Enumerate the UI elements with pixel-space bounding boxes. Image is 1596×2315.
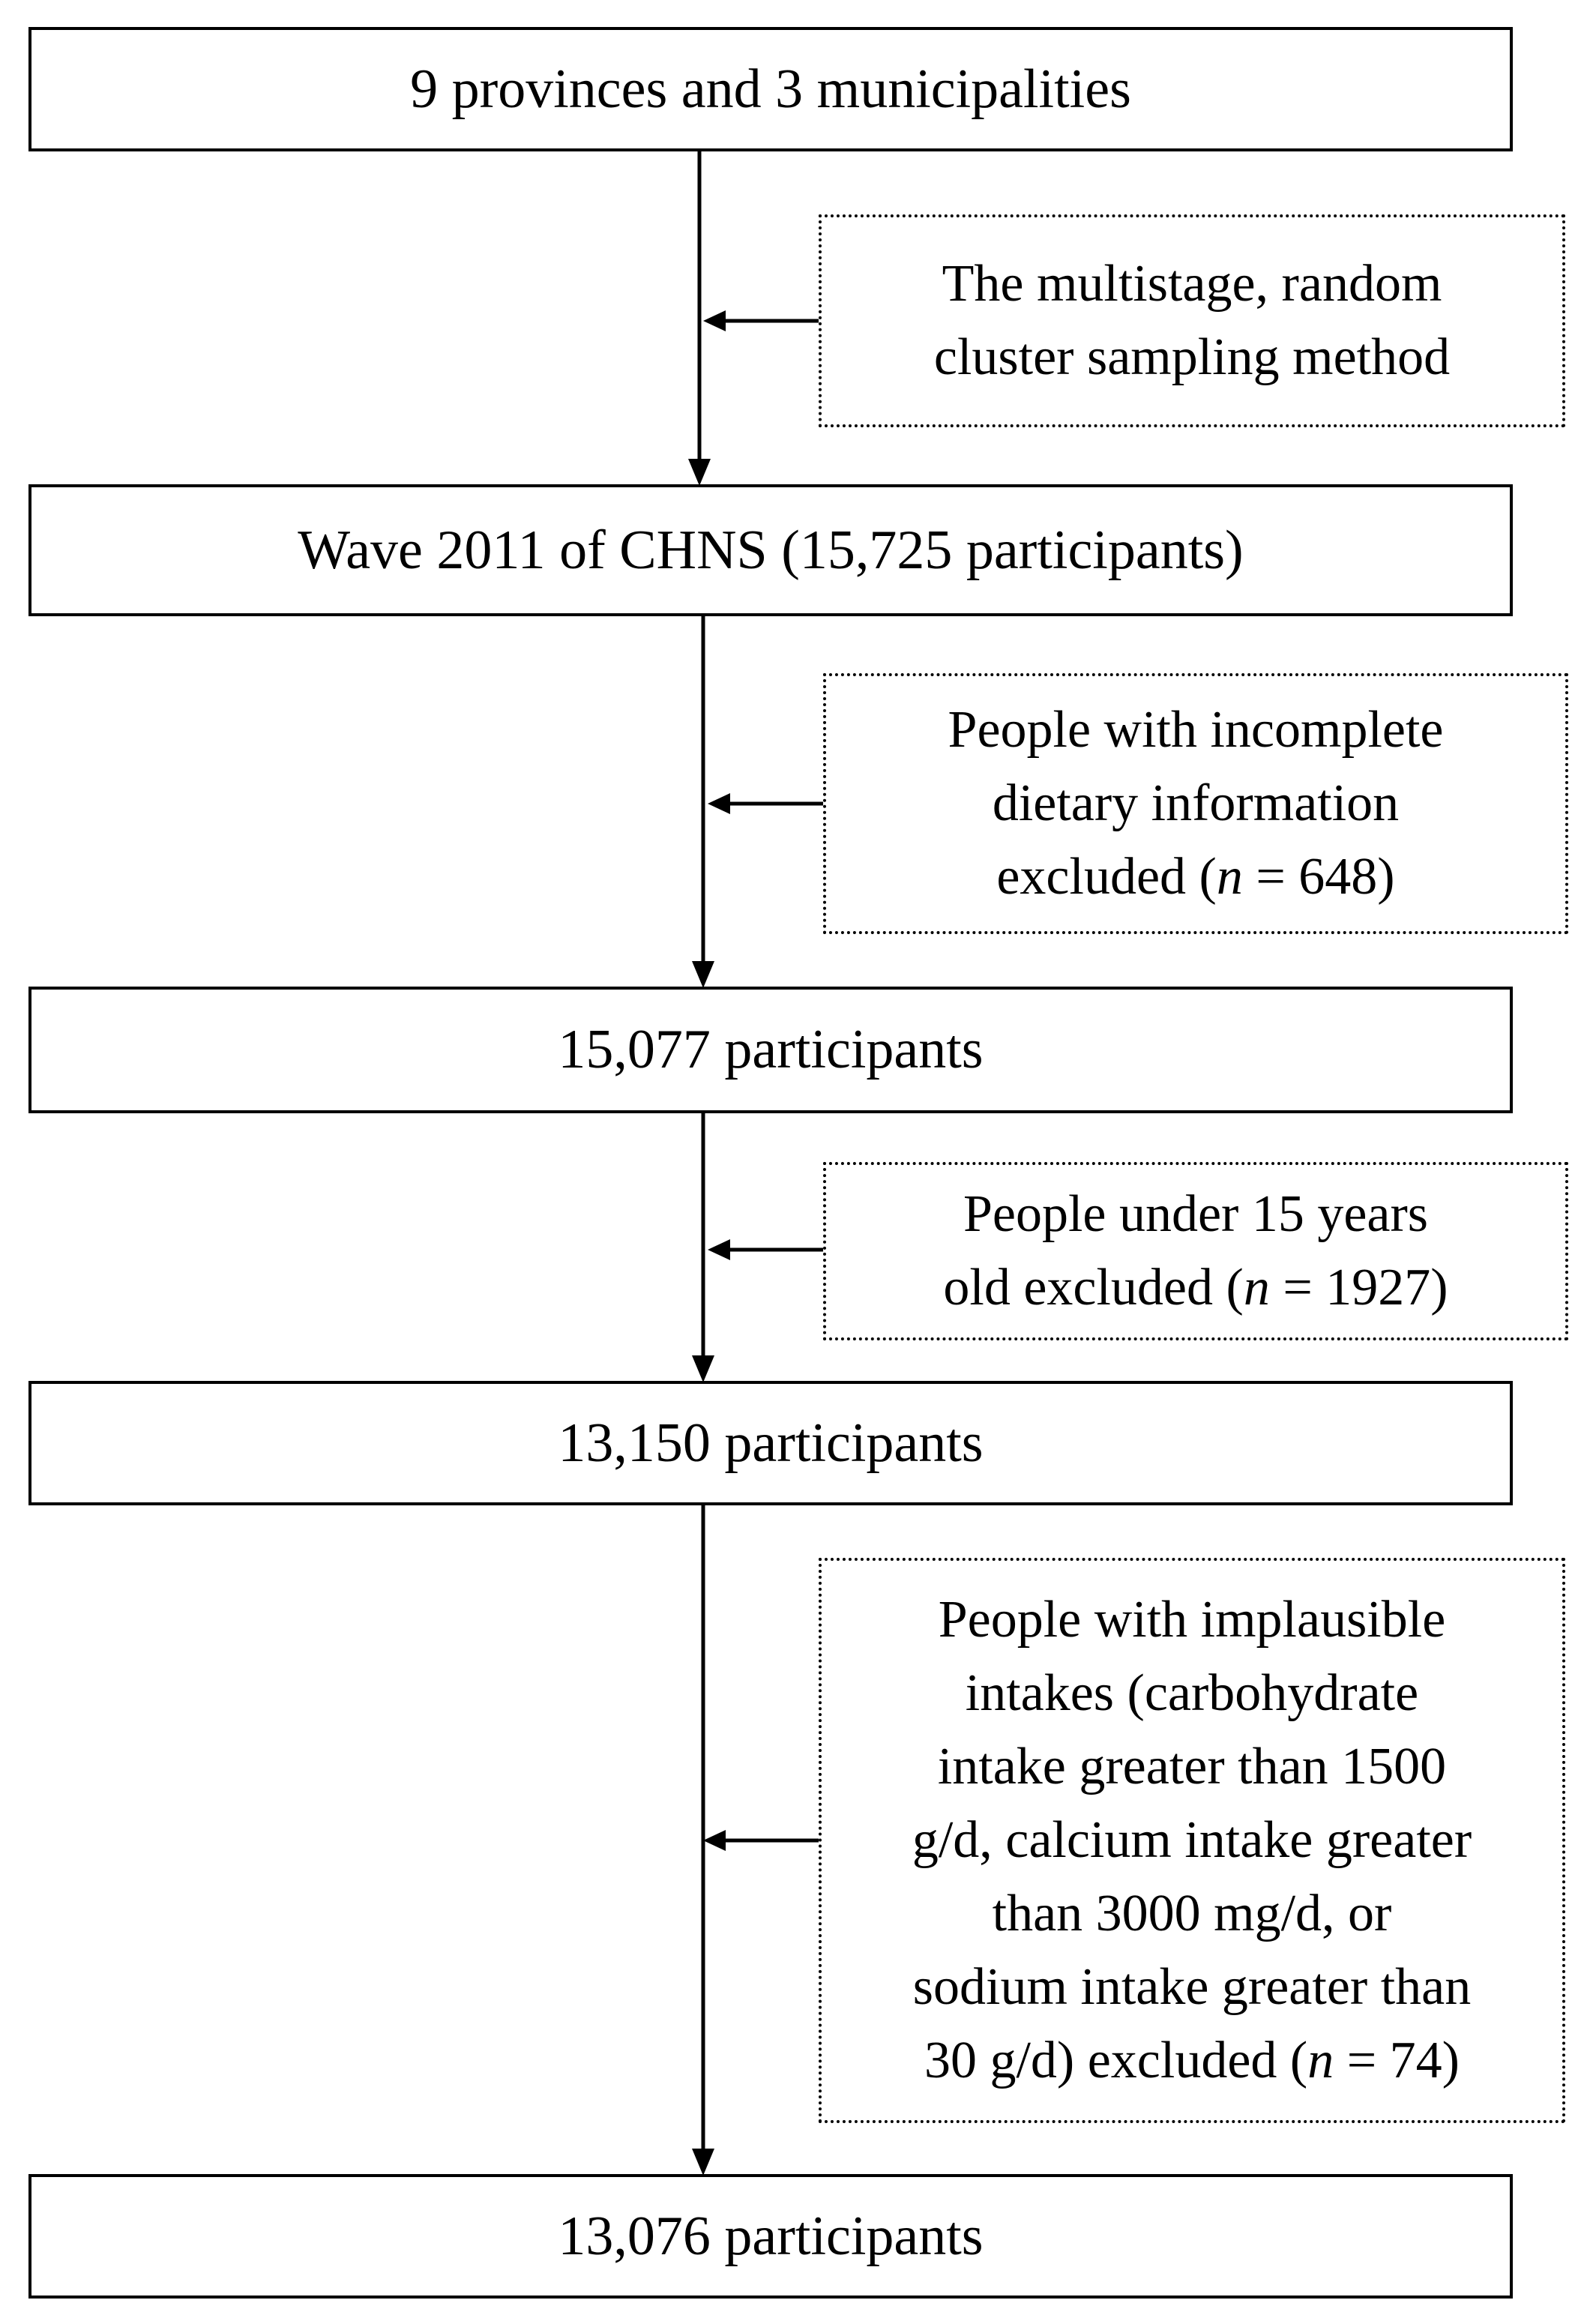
step-box-4: 13,150 participants xyxy=(28,1381,1513,1505)
flow-arrowhead-4 xyxy=(692,2149,714,2176)
flow-arrowhead-1 xyxy=(688,459,711,486)
tail-pre: 30 g/d) excluded ( xyxy=(924,2032,1308,2089)
note-line-count: excluded (n = 648) xyxy=(948,840,1444,914)
note-line: intakes (carbohydrate xyxy=(965,1664,1419,1722)
exclusion-arrowhead-4 xyxy=(703,1830,726,1851)
step-label-1: 9 provinces and 3 municipalities xyxy=(410,58,1131,120)
exclusion-box-age: People under 15 years old excluded (n = … xyxy=(823,1162,1568,1340)
tail-pre: old excluded ( xyxy=(943,1259,1244,1316)
note-line: than 3000 mg/d, or xyxy=(992,1885,1392,1942)
tail-post: = 1927) xyxy=(1269,1259,1448,1316)
note-line-count: old excluded (n = 1927) xyxy=(943,1251,1448,1325)
step-box-3: 15,077 participants xyxy=(28,987,1513,1113)
note-line: cluster sampling method xyxy=(933,328,1451,386)
note-line: intake greater than 1500 xyxy=(937,1738,1447,1795)
note-line: People with incomplete xyxy=(948,701,1444,759)
n-symbol: n xyxy=(1307,2032,1334,2089)
step-box-2: Wave 2011 of CHNS (15,725 participants) xyxy=(28,484,1513,616)
tail-post: = 74) xyxy=(1334,2032,1460,2089)
note-line: dietary information xyxy=(992,774,1400,832)
note-line-count: 30 g/d) excluded (n = 74) xyxy=(912,2024,1472,2098)
flow-arrowhead-3 xyxy=(692,1355,714,1382)
step-label-2: Wave 2011 of CHNS (15,725 participants) xyxy=(298,519,1244,581)
exclusion-arrowhead-1 xyxy=(703,310,726,331)
exclusion-box-implausible: People with implausible intakes (carbohy… xyxy=(819,1558,1565,2123)
flow-arrowhead-2 xyxy=(692,961,714,988)
note-line: g/d, calcium intake greater xyxy=(912,1811,1472,1869)
step-box-5: 13,076 participants xyxy=(28,2174,1513,2299)
exclusion-box-dietary: People with incomplete dietary informati… xyxy=(823,673,1568,934)
n-symbol: n xyxy=(1216,848,1243,906)
note-line: sodium intake greater than xyxy=(912,1958,1472,2016)
tail-pre: excluded ( xyxy=(996,848,1217,906)
note-line: The multistage, random xyxy=(942,255,1442,313)
note-line: People with implausible xyxy=(938,1591,1446,1649)
tail-post: = 648) xyxy=(1242,848,1395,906)
note-box-sampling: The multistage, random cluster sampling … xyxy=(819,214,1565,427)
exclusion-arrowhead-3 xyxy=(708,1239,730,1260)
step-box-1: 9 provinces and 3 municipalities xyxy=(28,27,1513,151)
n-symbol: n xyxy=(1243,1259,1270,1316)
exclusion-arrowhead-2 xyxy=(708,793,730,814)
step-label-5: 13,076 participants xyxy=(558,2205,984,2267)
note-line: People under 15 years xyxy=(963,1185,1429,1243)
step-label-3: 15,077 participants xyxy=(558,1019,984,1080)
step-label-4: 13,150 participants xyxy=(558,1412,984,1474)
